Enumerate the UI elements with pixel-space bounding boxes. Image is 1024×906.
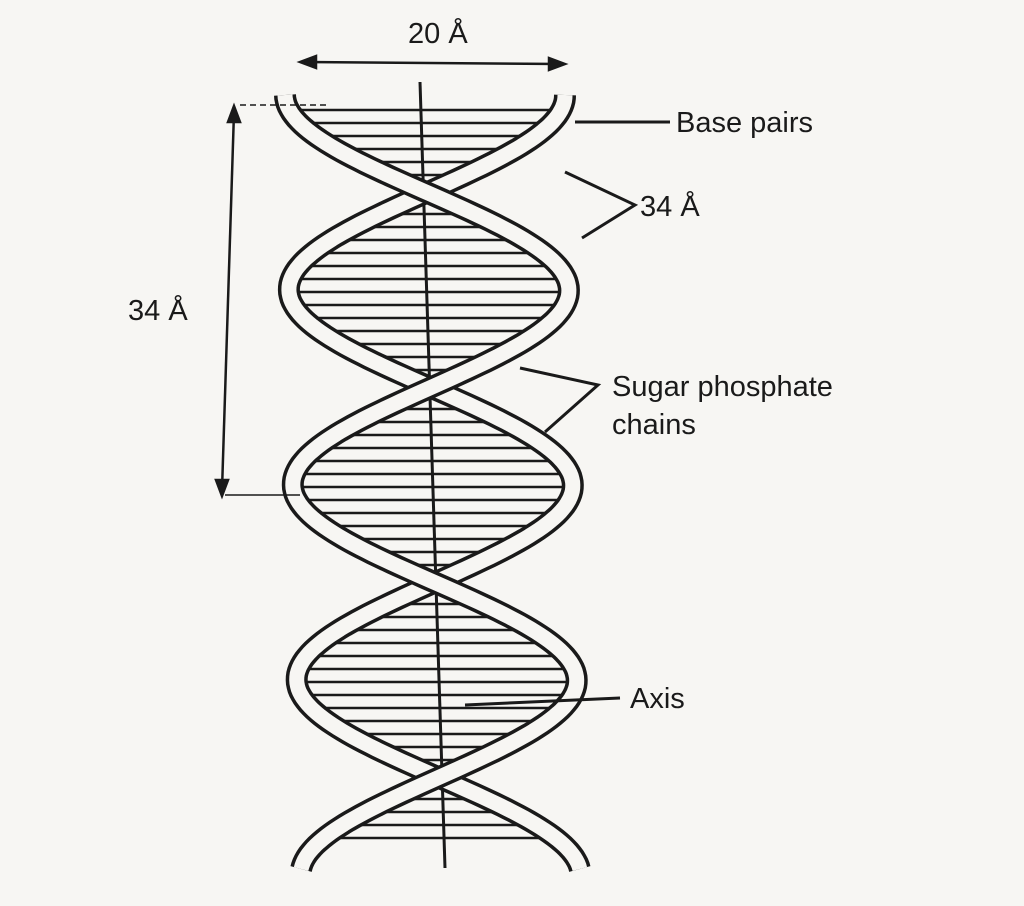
- width-dimension: [296, 54, 569, 72]
- helix-axis: [418, 81, 447, 869]
- width-label: 20 Å: [408, 18, 468, 50]
- pitch-dimension: [214, 102, 330, 500]
- leader-lines: [464, 120, 670, 707]
- sugar-phosphate-label-line1: Sugar phosphate: [612, 371, 833, 403]
- strand-b-outline: [274, 94, 588, 872]
- pitch-label: 34 Å: [128, 295, 188, 327]
- sugar-phosphate-label-line2: chains: [612, 409, 696, 441]
- axis-label: Axis: [630, 683, 685, 715]
- strand-a-outline: [277, 94, 591, 872]
- base-pairs-label: Base pairs: [676, 107, 814, 139]
- strand-b-ribbon: [277, 94, 585, 871]
- sugar-phosphate-strands: [274, 94, 591, 872]
- turn-length-label: 34 Å: [640, 191, 700, 223]
- strand-a-ribbon: [281, 94, 588, 871]
